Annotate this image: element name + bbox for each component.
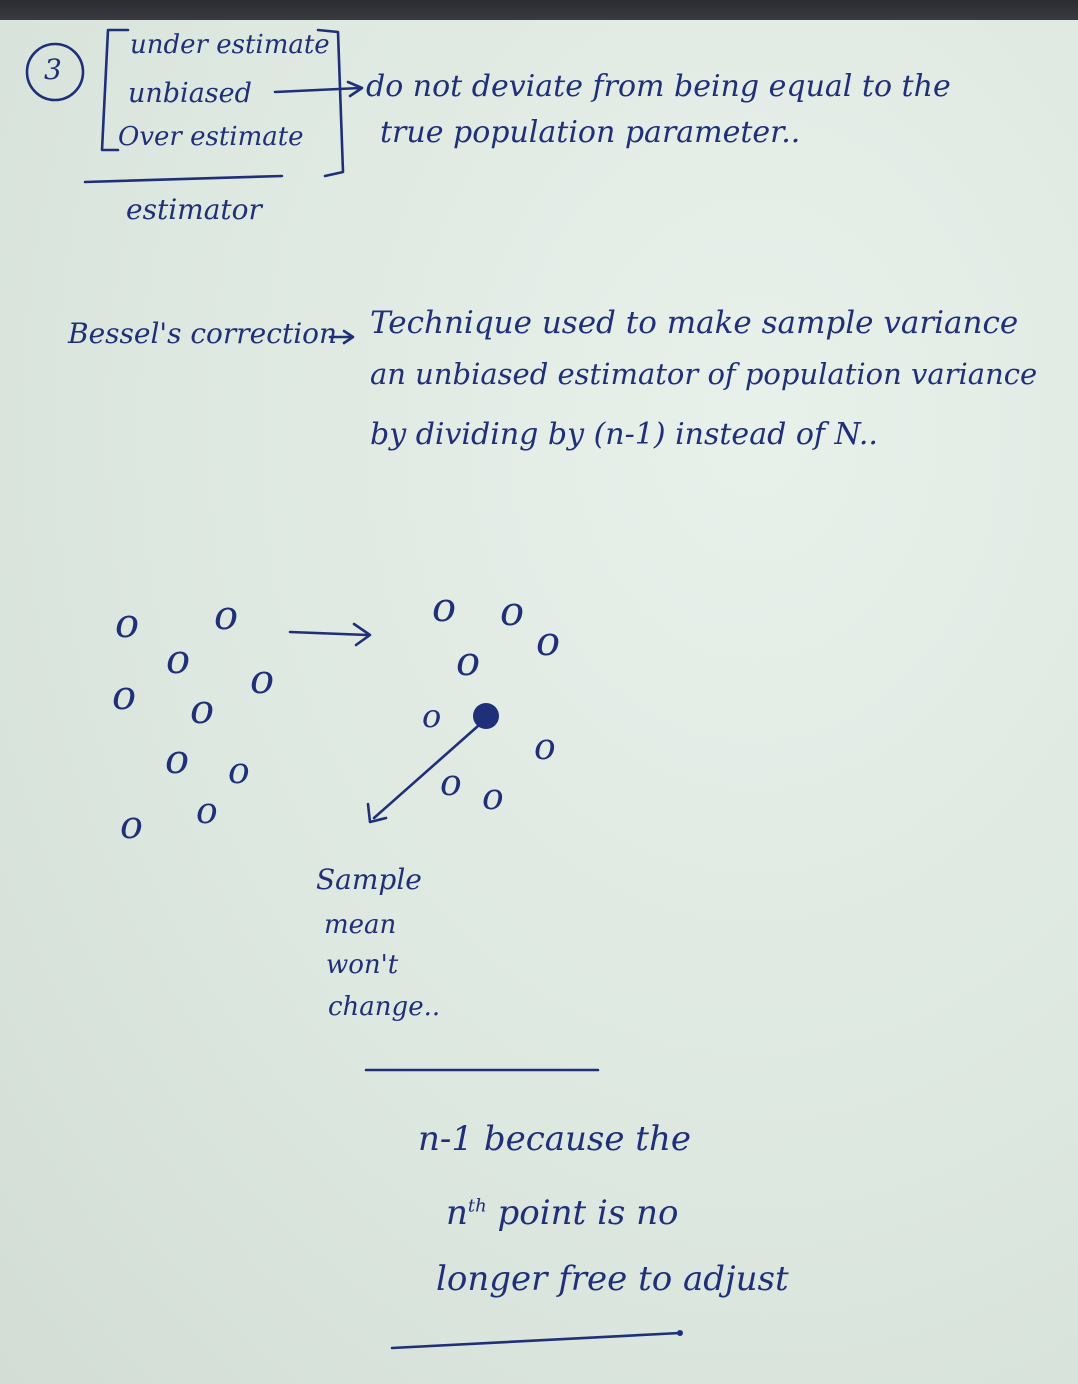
underline-dot (677, 1330, 683, 1336)
caption-line3: won't (326, 950, 399, 980)
estimator-divider (83, 174, 284, 184)
caption-line1: Sample (316, 863, 422, 896)
sample-point: o (214, 593, 239, 639)
caption-line4: change.. (328, 992, 441, 1022)
bessel-definition-line2: an unbiased estimator of population vari… (370, 357, 1038, 391)
sample-point: o (165, 737, 190, 783)
bottom-underline (390, 1331, 682, 1350)
mean-pointer-arrowhead (366, 802, 388, 824)
mean-pointer-line (372, 724, 480, 820)
sample-point: o (482, 777, 504, 818)
sample-point: o (120, 803, 143, 847)
unbiased-note-line1: do not deviate from being equal to the (366, 69, 951, 104)
sample-point: o (536, 619, 561, 665)
top-dark-edge (0, 0, 1078, 20)
conclusion-line2: nth point is no (446, 1196, 679, 1230)
over-estimate-label: Over estimate (118, 122, 304, 152)
transform-arrowhead (352, 622, 372, 647)
left-bracket (100, 28, 130, 152)
bessel-definition-line3: by dividing by (n-1) instead of N.. (370, 417, 878, 452)
conclusion-line2-rest: point is no (486, 1193, 679, 1233)
mean-point (473, 703, 499, 729)
sample-point: o (534, 727, 556, 768)
estimator-label: estimator (126, 193, 262, 226)
unbiased-arrow-line (273, 86, 362, 94)
sample-point: o (456, 639, 481, 685)
question-number: 3 (44, 53, 62, 86)
question-number-circle (25, 42, 85, 102)
right-bracket (316, 28, 345, 178)
sample-point: o (422, 697, 442, 735)
conclusion-n: n (446, 1193, 468, 1233)
caption-line2: mean (324, 910, 397, 940)
transform-arrow-line (288, 630, 370, 637)
sample-point: o (196, 791, 218, 832)
unbiased-arrowhead (346, 80, 364, 98)
sample-point: o (432, 585, 457, 631)
sample-point: o (112, 673, 137, 719)
sample-point: o (190, 687, 215, 733)
unbiased-note-line2: true population parameter.. (380, 115, 801, 150)
under-estimate-label: under estimate (130, 30, 330, 60)
conclusion-superscript: th (467, 1195, 487, 1217)
bessel-definition-line1: Technique used to make sample variance (370, 305, 1019, 341)
bessel-term: Bessel's correction (68, 317, 338, 350)
notebook-page (0, 20, 1078, 1384)
conclusion-line1: n-1 because the (418, 1119, 691, 1159)
unbiased-label: unbiased (128, 78, 252, 109)
sample-point: o (440, 763, 462, 804)
conclusion-line3: longer free to adjust (436, 1259, 789, 1299)
sample-point: o (166, 637, 191, 683)
sample-point: o (115, 601, 140, 647)
bessel-arrowhead (342, 329, 355, 345)
sample-point: o (228, 751, 250, 792)
sample-point: o (500, 589, 525, 635)
sample-point: o (250, 657, 275, 703)
